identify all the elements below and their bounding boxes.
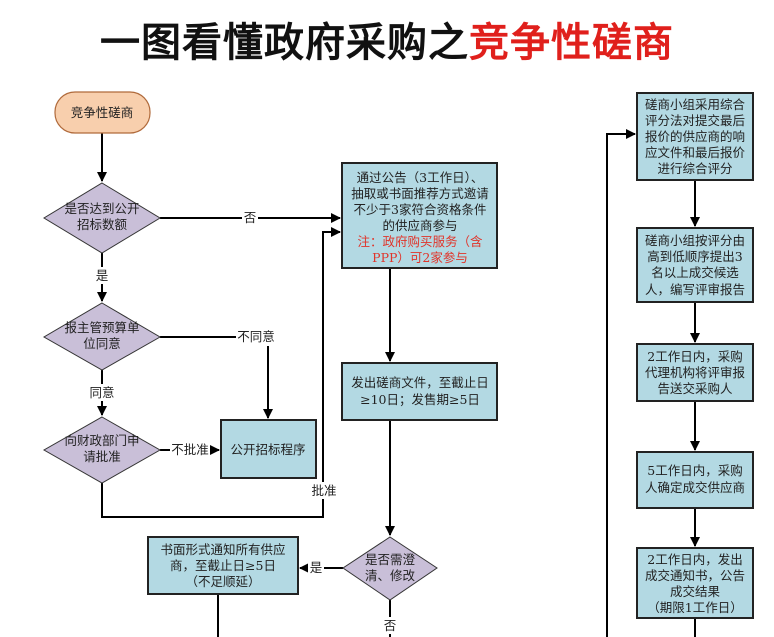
invite-note-line: 注：政府购买服务（含: [357, 234, 483, 249]
d4-line: 是否需澄: [365, 552, 416, 567]
edge-d3-approved: [101, 227, 341, 518]
start-label: 竞争性磋商: [71, 105, 134, 120]
title-black: 一图看懂政府采购之: [100, 20, 469, 66]
decision-budget-unit-approval: 报主管预算单 位同意: [43, 302, 161, 371]
notify-line: 商，至截止日≥5日: [170, 558, 276, 573]
invite-line: 的供应商参与: [382, 218, 457, 233]
edge-to-r1: [606, 129, 636, 637]
r3-line: 代理机构将评审报: [645, 365, 746, 380]
notify-line: （不足顺延）: [185, 574, 260, 589]
start-node: 竞争性磋商: [54, 91, 151, 134]
label-yes: 是: [96, 268, 109, 283]
label-agree: 同意: [89, 385, 114, 400]
r2-line: 磋商小组按评分由: [645, 233, 745, 248]
d4-line: 清、修改: [365, 568, 416, 583]
open-tender-box: 公开招标程序: [220, 419, 317, 479]
r5-line: （期限1工作日）: [647, 600, 742, 615]
r5-line: 成交结果: [670, 584, 721, 599]
r5-line: 成交通知书，公告: [645, 568, 745, 583]
invite-line: 不少于3家符合资格条件: [354, 202, 487, 217]
decision-clarify-modify: 是否需澄 清、修改: [342, 536, 438, 601]
page-title: 一图看懂政府采购之竞争性磋商: [0, 10, 774, 68]
issue-docs-line: ≥10日；发售期≥5日: [360, 392, 480, 407]
confirm-supplier-box: 5工作日内，采购 人确定成交供应商: [636, 451, 754, 509]
label-disagree: 不同意: [237, 329, 275, 344]
send-report-box: 2工作日内，采购 代理机构将评审报 告送交采购人: [636, 343, 754, 402]
label-not-approved: 不批准: [171, 442, 209, 457]
label-yes-clarify: 是: [310, 560, 323, 575]
notify-line: 书面形式通知所有供应: [160, 542, 285, 557]
issue-docs-box: 发出磋商文件，至截止日 ≥10日；发售期≥5日: [341, 362, 498, 421]
r1-line: 应文件和最后报价: [645, 145, 746, 160]
r3-line: 告送交采购人: [657, 381, 733, 396]
r2-line: 名以上成交候选: [651, 265, 739, 280]
candidates-report-box: 磋商小组按评分由 高到低顺序提出3 名以上成交候选 人，编写评审报告: [636, 227, 754, 303]
d2-line: 位同意: [83, 336, 121, 351]
award-notice-box: 2工作日内，发出 成交通知书，公告 成交结果 （期限1工作日）: [636, 547, 754, 619]
edge-d2-disagree: [160, 336, 273, 419]
open-tender-label: 公开招标程序: [230, 442, 305, 457]
d3-line: 请批准: [83, 449, 121, 464]
d1-line: 是否达到公开: [64, 201, 139, 216]
invite-suppliers-box: 通过公告（3工作日）、 抽取或书面推荐方式邀请 不少于3家符合资格条件 的供应商…: [341, 162, 498, 269]
decision-open-tender-threshold: 是否达到公开 招标数额: [43, 182, 161, 254]
r1-line: 评分法对提交最后: [645, 113, 745, 128]
r1-line: 磋商小组采用综合: [645, 97, 746, 112]
scoring-box: 磋商小组采用综合 评分法对提交最后 报价的供应商的响 应文件和最后报价 进行综合…: [636, 92, 754, 181]
notify-suppliers-box: 书面形式通知所有供应 商，至截止日≥5日 （不足顺延）: [147, 536, 299, 595]
title-red: 竞争性磋商: [469, 20, 674, 66]
label-no: 否: [244, 210, 257, 225]
r5-line: 2工作日内，发出: [647, 552, 742, 567]
d3-line: 向财政部门申: [64, 433, 139, 448]
r4-line: 5工作日内，采购: [647, 463, 742, 478]
label-no-clarify: 否: [384, 618, 397, 633]
decision-finance-approval: 向财政部门申 请批准: [42, 416, 162, 484]
r2-line: 高到低顺序提出3: [647, 249, 743, 264]
invite-line: 通过公告（3工作日）、: [357, 170, 484, 185]
r3-line: 2工作日内，采购: [647, 349, 742, 364]
issue-docs-line: 发出磋商文件，至截止日: [351, 375, 489, 390]
r1-line: 进行综合评分: [657, 161, 732, 176]
d2-line: 报主管预算单: [64, 320, 139, 335]
r2-line: 人，编写评审报告: [645, 282, 745, 297]
label-approved: 批准: [311, 483, 336, 498]
d1-line: 招标数额: [77, 217, 128, 232]
r1-line: 报价的供应商的响: [645, 129, 745, 144]
r4-line: 人确定成交供应商: [645, 480, 745, 495]
invite-line: 抽取或书面推荐方式邀请: [351, 186, 489, 201]
edge-labels: 否 是 不同意 同意 不批准 批准 是 否: [88, 209, 398, 634]
invite-note-line: PPP）可2家参与: [372, 250, 468, 265]
